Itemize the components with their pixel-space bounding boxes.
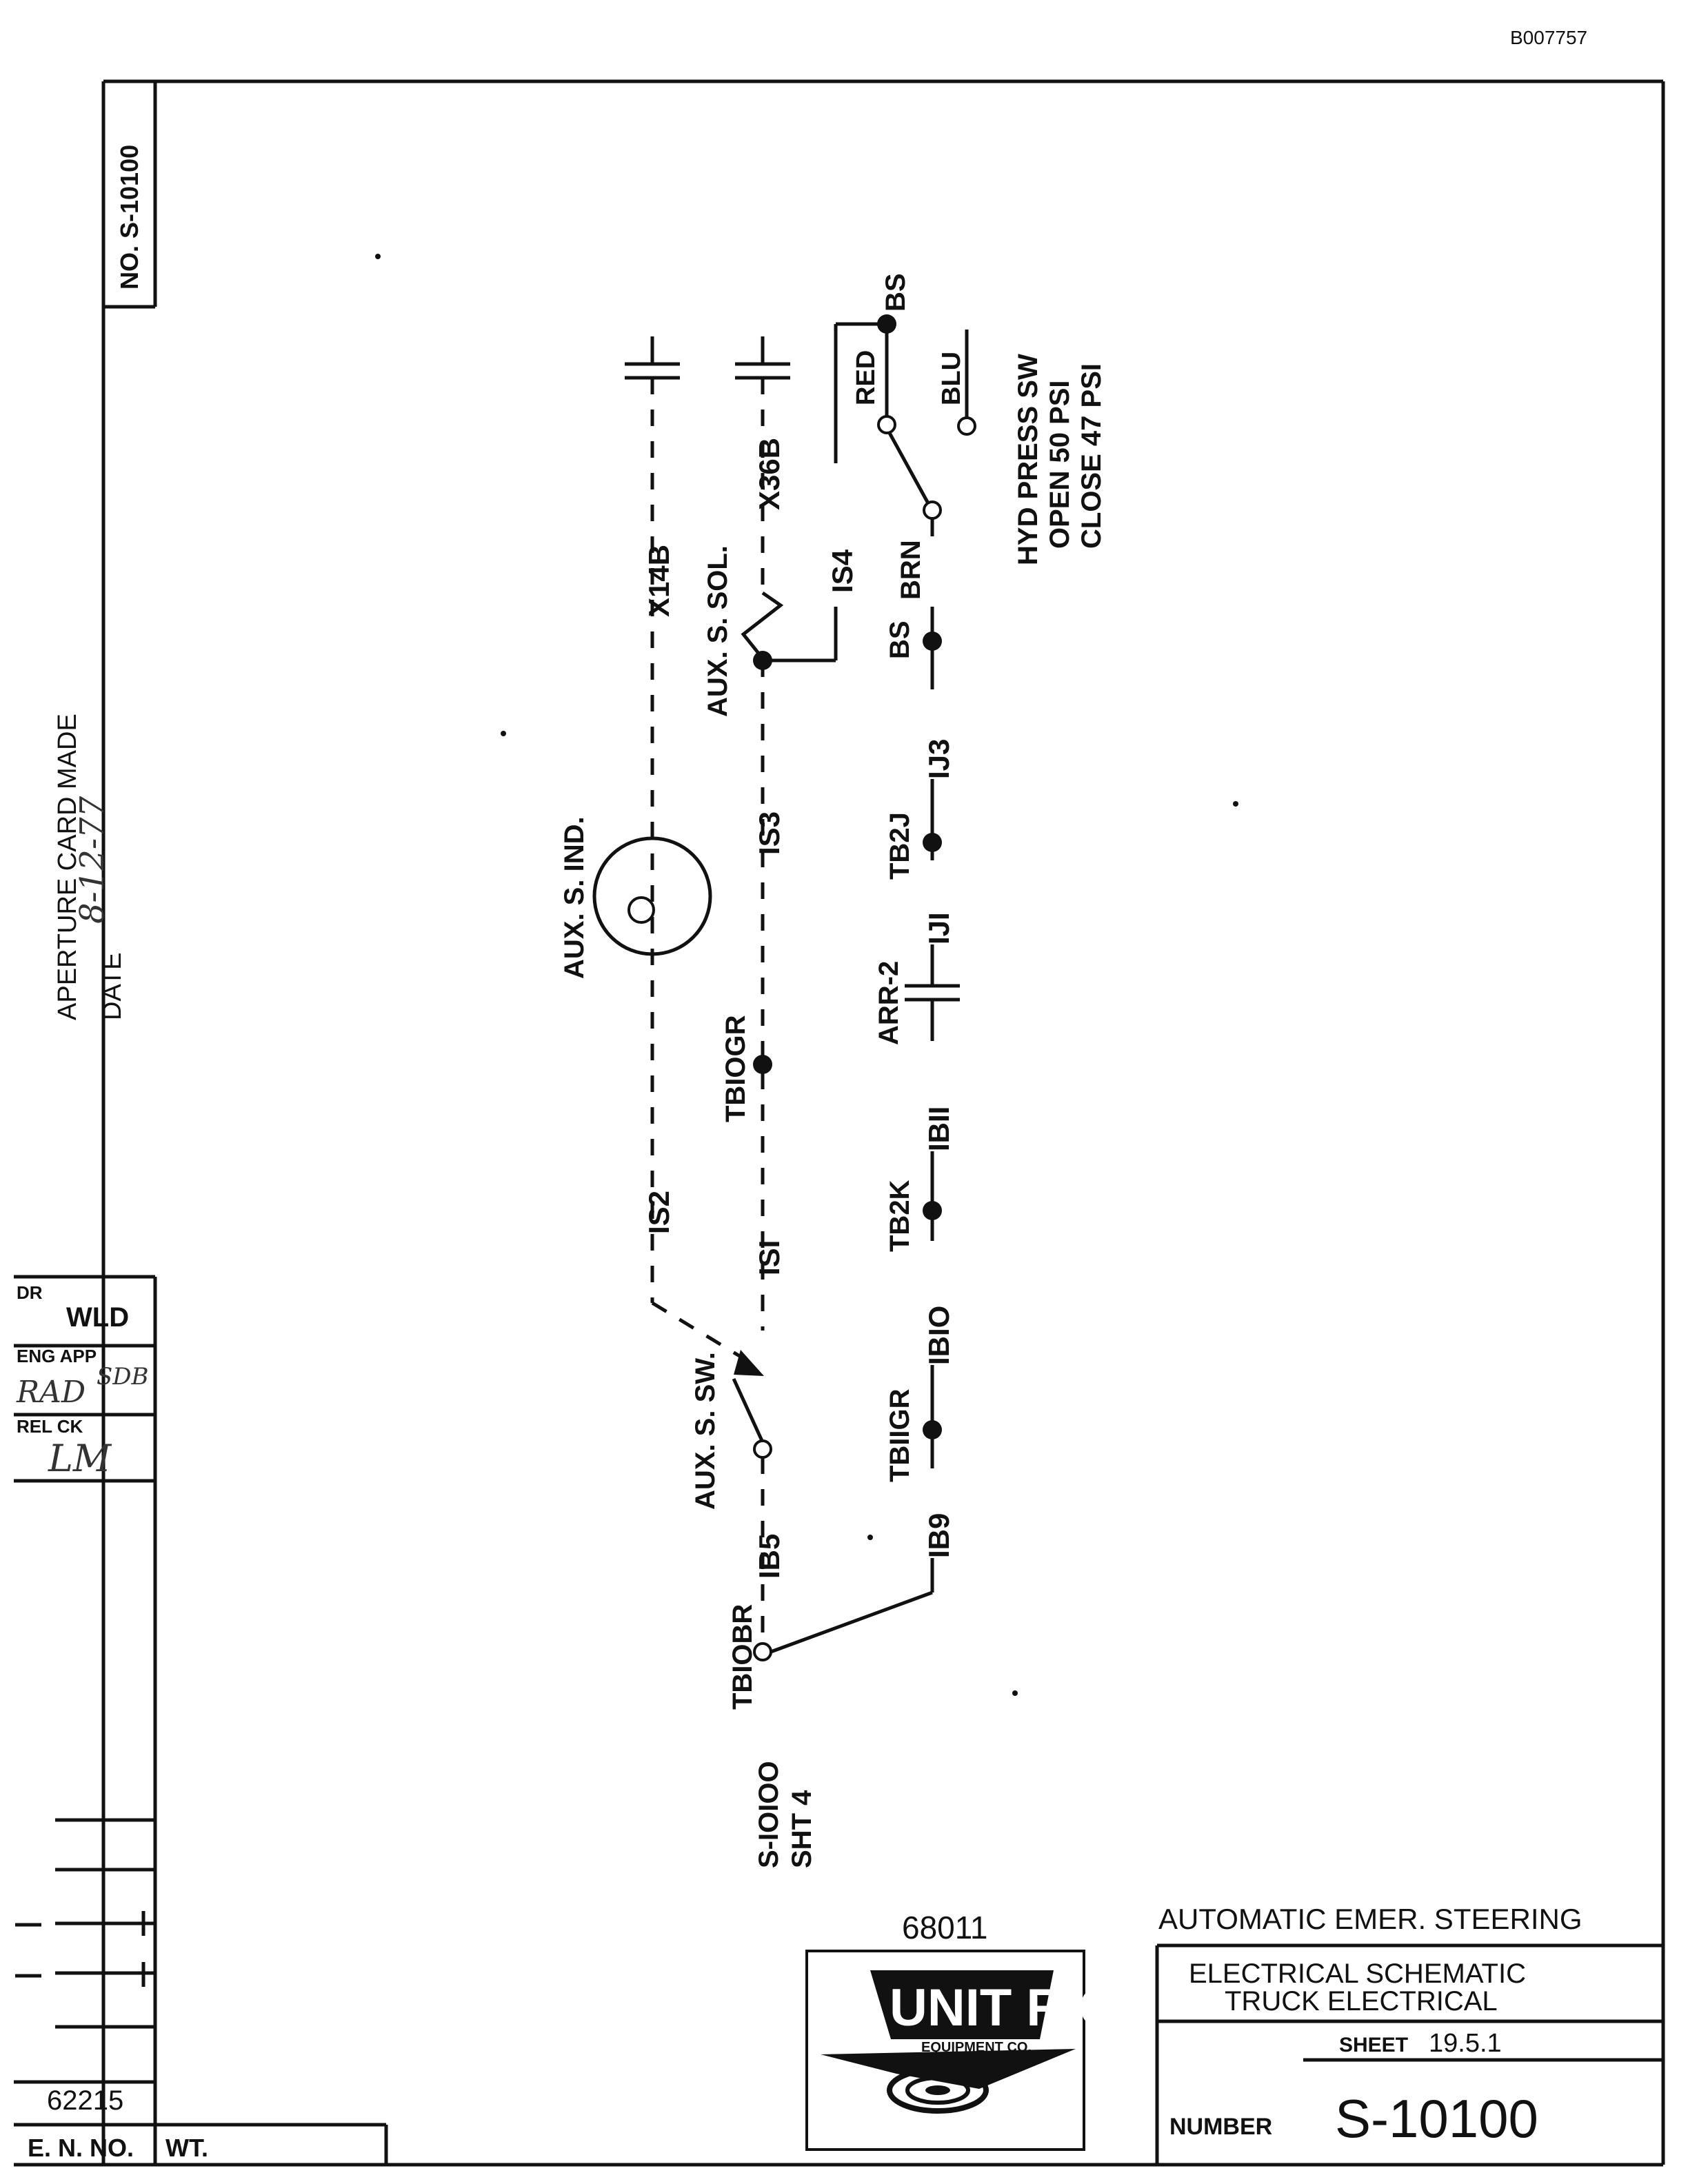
aux-indicator-lamp (592, 836, 712, 956)
tb10gr-terminal (753, 1055, 772, 1074)
eng-app-value: RAD (16, 1375, 86, 1410)
drawing-number: S-10100 (1335, 2088, 1538, 2149)
schematic-labels: X14B X36B IS4 BS RED BLU HYD PRESS SW OP… (559, 273, 1107, 1868)
label-tb2j: TB2J (885, 812, 915, 880)
border-drawing-number: NO. S-10100 (115, 145, 143, 290)
circuit-aux-indicator (592, 336, 764, 1376)
revision-grid (14, 1818, 388, 2165)
document-id: B007757 (1510, 27, 1587, 48)
en-no-label: E. N. NO. (28, 2134, 134, 2162)
title-block (1155, 1943, 1665, 2165)
label-x14b: X14B (643, 545, 675, 617)
en-number: 62215 (47, 2085, 123, 2116)
label-ib5: IB5 (753, 1534, 785, 1579)
drawing-frame (14, 79, 1665, 2167)
label-ref-sheet: SHT 4 (787, 1790, 817, 1868)
label-red: RED (852, 350, 881, 405)
circuit-aux-solenoid (732, 322, 887, 1661)
unit-rig-logo (805, 1950, 1085, 2151)
label-aux-s-sw: AUX. S. SW. (690, 1352, 721, 1510)
sheet-number: 19.5.1 (1429, 2029, 1502, 2058)
number-label: NUMBER (1169, 2114, 1272, 2140)
label-bs-top: BS (881, 273, 911, 312)
label-aux-s-ind: AUX. S. IND. (559, 816, 590, 979)
circuit-hyd-press (770, 314, 976, 1654)
title-line-2: TRUCK ELECTRICAL (1225, 1986, 1498, 2016)
eng-app-label: ENG APP (17, 1346, 97, 1366)
label-ib10: IBIO (923, 1306, 955, 1365)
rel-ck-value: LM (48, 1437, 112, 1480)
label-ib11: IBII (923, 1106, 955, 1151)
label-tb11gr: TBIIGR (885, 1388, 915, 1482)
label-hyd-press-sw: HYD PRESS SW (1013, 354, 1043, 565)
sheet-label: SHEET (1339, 2034, 1408, 2056)
rel-ck-label: REL CK (17, 1416, 83, 1437)
logo-number: 68011 (902, 1910, 988, 1945)
label-blu: BLU (937, 352, 966, 405)
label-ij1: IJI (923, 912, 955, 944)
dr-value: WLD (66, 1302, 129, 1333)
label-tb10gr: TBIOGR (721, 1015, 751, 1122)
aperture-stamp: APERTURE CARD MADE (53, 714, 82, 1020)
label-is3: IS3 (753, 811, 785, 855)
aperture-date: 8-12-77 (73, 796, 112, 924)
logo-subtitle: EQUIPMENT CO. (921, 2040, 1032, 2055)
eng-app-value-2: SDB (97, 1363, 149, 1391)
label-is1: ISI (753, 1240, 785, 1275)
label-is2: IS2 (643, 1191, 675, 1234)
title: AUTOMATIC EMER. STEERING (1158, 1903, 1582, 1935)
label-is4: IS4 (826, 549, 858, 593)
label-close-47psi: CLOSE 47 PSI (1076, 363, 1107, 549)
label-ib9: IB9 (923, 1513, 955, 1558)
label-arr-2: ARR-2 (874, 961, 904, 1045)
label-brn: BRN (896, 540, 926, 600)
label-x36b: X36B (753, 438, 785, 510)
wt-label: WT. (165, 2134, 208, 2162)
dr-label: DR (17, 1282, 43, 1303)
label-tb10br: TBIOBR (727, 1604, 758, 1710)
title-line-1: ELECTRICAL SCHEMATIC (1189, 1959, 1526, 1989)
logo-name: UNIT RIG (890, 1979, 1120, 2037)
label-ij3: IJ3 (923, 739, 955, 779)
label-aux-s-sol: AUX. S. SOL. (703, 545, 733, 717)
approval-block (14, 1275, 157, 2165)
label-bs-mid: BS (885, 620, 915, 659)
label-open-50psi: OPEN 50 PSI (1045, 380, 1075, 549)
label-tb2k: TB2K (885, 1180, 915, 1252)
aperture-date-label: DATE (98, 952, 127, 1020)
label-ref-drawing: S-IOIOO (754, 1761, 784, 1868)
